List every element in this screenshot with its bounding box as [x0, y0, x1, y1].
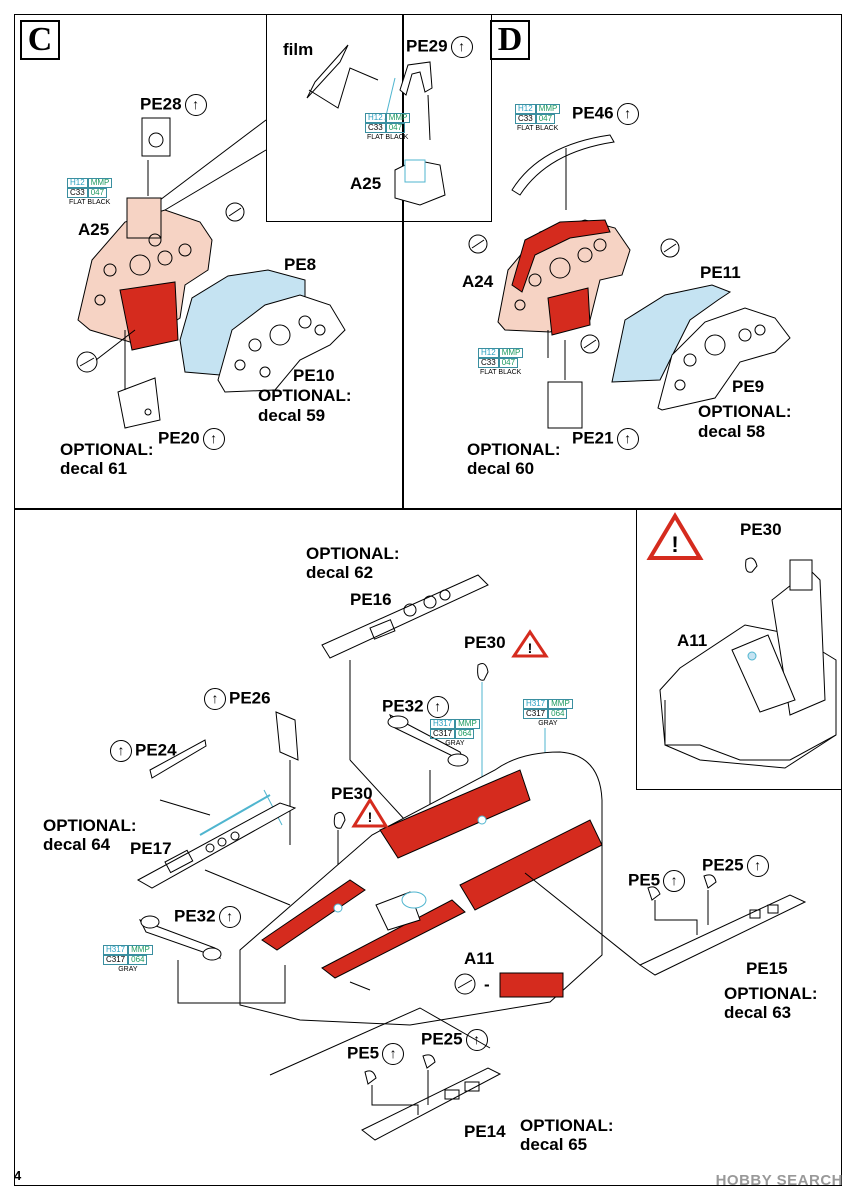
- label-decal-64: decal 64: [43, 835, 111, 854]
- label-a11-dash: -: [484, 975, 490, 994]
- main-panel-frame: [14, 508, 842, 1186]
- label-pe14: PE14: [464, 1122, 506, 1141]
- label-pe8: PE8: [284, 255, 317, 274]
- label-pe16: PE16: [350, 590, 392, 609]
- up-arrow-circle-icon: ↑: [746, 855, 769, 877]
- label-d-optional-60: OPTIONAL:: [467, 440, 561, 459]
- label-optional-62: OPTIONAL:: [306, 544, 400, 563]
- up-arrow-circle-icon: ↑: [202, 428, 225, 450]
- panel-d-frame: [402, 14, 842, 510]
- label-decal-60: decal 60: [467, 459, 535, 478]
- up-arrow-circle-icon: ↑: [110, 740, 132, 762]
- label-pe25-bottom: PE25↑: [421, 1029, 488, 1051]
- label-pe11: PE11: [700, 263, 741, 282]
- svg-text:!: !: [671, 532, 678, 557]
- label-decal-59: decal 59: [258, 406, 326, 425]
- label-pe15: PE15: [746, 959, 788, 978]
- up-arrow-circle-icon: ↑: [218, 906, 241, 928]
- up-arrow-circle-icon: ↑: [184, 94, 207, 116]
- label-pe32-left: PE32↑: [174, 906, 241, 928]
- label-pe10: PE10: [293, 366, 335, 385]
- label-pe29: PE29↑: [406, 36, 473, 58]
- label-optional-65: OPTIONAL:: [520, 1116, 614, 1135]
- label-a25-inset: A25: [350, 174, 382, 193]
- label-a11-inset: A11: [677, 631, 708, 650]
- svg-text:!: !: [528, 640, 533, 656]
- svg-text:!: !: [368, 809, 373, 825]
- label-optional-63: OPTIONAL:: [724, 984, 818, 1003]
- panel-d-letter: D: [490, 20, 530, 60]
- label-pe20: PE20↑: [158, 428, 225, 450]
- label-d-optional-58: OPTIONAL:: [698, 402, 792, 421]
- label-pe17: PE17: [130, 839, 172, 858]
- label-film: film: [283, 40, 314, 59]
- label-pe9: PE9: [732, 377, 765, 396]
- label-a24: A24: [462, 272, 494, 291]
- label-pe30-mid: PE30: [331, 784, 373, 803]
- panel-c-letter: C: [20, 20, 60, 60]
- label-a25: A25: [78, 220, 110, 239]
- up-arrow-circle-icon: ↑: [382, 1043, 405, 1065]
- inset-film-frame: [266, 14, 492, 222]
- warning-triangle-icon: !: [646, 512, 704, 560]
- up-arrow-circle-icon: ↑: [616, 428, 639, 450]
- label-a11-main: A11: [464, 949, 495, 968]
- up-arrow-circle-icon: ↑: [450, 36, 473, 58]
- watermark: HOBBY SEARCH: [715, 1172, 843, 1189]
- inset-seat-frame: [636, 508, 842, 790]
- label-pe5-right: PE5↑: [628, 870, 686, 892]
- label-optional-64: OPTIONAL:: [43, 816, 137, 835]
- up-arrow-circle-icon: ↑: [465, 1029, 488, 1051]
- up-arrow-circle-icon: ↑: [426, 696, 449, 718]
- label-pe46: PE46↑: [572, 103, 639, 125]
- label-pe5-bottom: PE5↑: [347, 1043, 405, 1065]
- label-pe24: ↑PE24: [110, 740, 177, 762]
- panel-c-frame: [14, 14, 404, 510]
- page-number: 4: [14, 1168, 22, 1183]
- label-c-optional-59: OPTIONAL:: [258, 386, 352, 405]
- label-decal-61: decal 61: [60, 459, 128, 478]
- label-pe25-right: PE25↑: [702, 855, 769, 877]
- label-decal-58: decal 58: [698, 422, 766, 441]
- up-arrow-circle-icon: ↑: [616, 103, 639, 125]
- label-pe21: PE21↑: [572, 428, 639, 450]
- label-pe30-inset: PE30: [740, 520, 782, 539]
- label-decal-65: decal 65: [520, 1135, 588, 1154]
- label-pe30-top: PE30: [464, 633, 506, 652]
- up-arrow-circle-icon: ↑: [204, 688, 226, 710]
- label-pe26: ↑PE26: [204, 688, 271, 710]
- up-arrow-circle-icon: ↑: [663, 870, 686, 892]
- label-pe28: PE28↑: [140, 94, 207, 116]
- label-pe32-top: PE32↑: [382, 696, 449, 718]
- label-decal-62: decal 62: [306, 563, 374, 582]
- label-c-optional-61: OPTIONAL:: [60, 440, 154, 459]
- label-decal-63: decal 63: [724, 1003, 792, 1022]
